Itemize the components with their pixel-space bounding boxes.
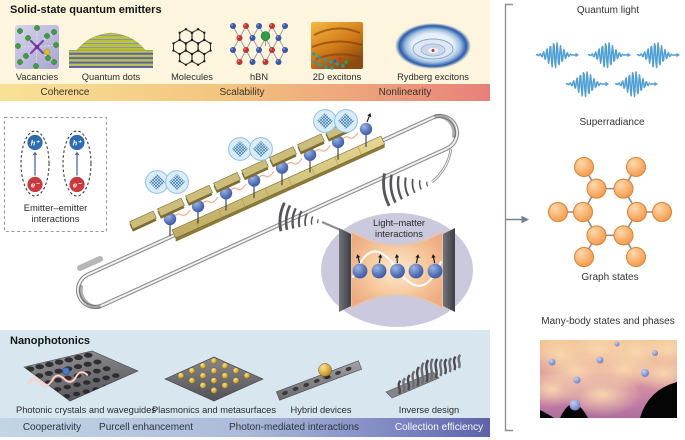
item-label-quantum-dots: Quantum dots [81,72,141,82]
light-matter-label-line1: Light–matter [373,217,425,228]
item-label-photonic-crystals: Photonic crystals and waveguides [16,405,157,415]
electron-label: e⁻ [31,180,40,189]
item-label-rydberg: Rydberg excitons [397,72,469,82]
item-label-plasmonics: Plasmonics and metasurfaces [151,405,276,415]
item-label-hbn: hBN [249,72,269,82]
graph-states-label: Graph states [581,272,639,283]
item-label-2d-excitons: 2D excitons [312,72,362,82]
many-body-label: Many-body states and phases [541,316,675,327]
cavity-mirror-right [443,228,455,312]
emitter-interactions-label-line2: interactions [32,213,80,224]
bar-label-coherence: Coherence [40,87,90,98]
emitter-item-molecules: Molecules [162,20,222,82]
nanophotonics-panel: Nanophotonics Photonic crystals and wave… [0,330,490,418]
hbn-icon [230,23,288,65]
emitter-item-vacancies: Vacancies [8,20,66,82]
bar-label-photon-mediated: Photon-mediated interactions [228,422,360,433]
item-label-vacancies: Vacancies [15,72,59,82]
inverse-design-icon [385,354,462,399]
electron-particle [27,176,43,193]
outputs-bracket [504,3,529,432]
embedded-emitter-dot [62,367,70,375]
light-matter-inset: Light–matter interactions [321,213,473,327]
hybrid-devices-icon [276,360,362,401]
hole-label: h⁺ [31,138,41,147]
emitter-item-2d-excitons: 2D excitons [304,20,370,82]
leads-to-arrow [506,215,529,224]
solid-state-quantum-emitters-panel: Solid-state quantum emitters Vacancies [0,0,490,84]
nano-item-hybrid-devices: Hybrid devices [266,350,376,415]
gold-electrode-bar [171,135,386,242]
quantum-light-pulses [535,42,680,98]
emitter-interactions-label-line1: Emitter–emitter [24,202,88,213]
item-label-molecules: Molecules [171,72,213,82]
racetrack-waveguide [75,113,460,310]
emitters-property-bar: Coherence Scalability Nonlinearity [0,84,490,101]
hole-particle [27,134,43,151]
hole-particle [69,134,85,151]
photonic-crystals-icon [23,350,139,402]
superradiance-label: Superradiance [579,117,645,128]
photonic-circuit-illustration: h⁺ h⁺ e⁻ e⁻ Emitter–emitter interactions… [3,109,473,327]
nanophotonics-property-bar: Cooperativity Purcell enhancement Photon… [0,418,490,437]
molecules-icon [172,28,212,66]
emitters-panel-title: Solid-state quantum emitters [10,4,162,16]
emitter-item-quantum-dots: Quantum dots [64,20,158,82]
nanophotonics-panel-title: Nanophotonics [10,335,91,347]
item-label-inverse-design: Inverse design [398,405,460,415]
bar-label-collection-efficiency: Collection efficiency [394,422,484,433]
item-label-hybrid-devices: Hybrid devices [290,405,352,415]
entangled-photon-pairs [145,109,358,194]
nano-item-inverse-design: Inverse design [378,350,480,415]
bar-label-nonlinearity: Nonlinearity [378,87,432,98]
cavity-mirror-left [339,228,351,312]
quantum-dots-icon [69,32,153,68]
exciton-ellipse [62,130,92,197]
emitter-interactions-box: h⁺ h⁺ e⁻ e⁻ Emitter–emitter interactions [3,116,108,233]
hole-label: h⁺ [73,138,83,147]
bar-label-scalability: Scalability [219,87,265,98]
emitter-item-hbn: hBN [224,20,294,82]
bar-label-purcell: Purcell enhancement [99,422,193,433]
exciton-ellipse [20,130,50,197]
gold-nanoparticle [318,363,332,377]
many-body-landscape [540,340,677,418]
plasmonics-icon [164,356,264,402]
quantum-light-label: Quantum light [576,5,640,16]
light-matter-label-line2: interactions [375,228,423,239]
electron-label: e⁻ [73,180,82,189]
rydberg-excitons-icon [395,23,471,69]
bar-label-cooperativity: Cooperativity [22,422,82,433]
emitter-chain [129,113,373,237]
nano-item-photonic-crystals: Photonic crystals and waveguides [16,350,157,415]
electron-particle [69,176,85,193]
emitter-item-rydberg: Rydberg excitons [388,20,478,82]
vacancies-icon [15,25,59,69]
2d-excitons-icon [311,22,363,70]
graph-states-diagram [548,156,672,268]
nano-item-plasmonics: Plasmonics and metasurfaces [148,350,280,415]
